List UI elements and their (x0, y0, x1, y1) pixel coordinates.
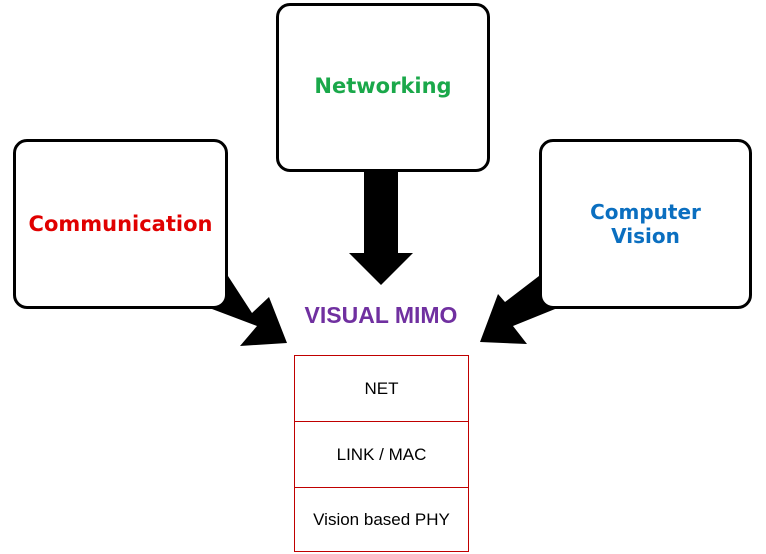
communication-box: Communication (13, 139, 228, 309)
visual-mimo-title: VISUAL MIMO (304, 302, 458, 328)
networking-box: Networking (276, 3, 490, 172)
layer-vision-based-phy: Vision based PHY (295, 487, 468, 551)
networking-label: Networking (314, 73, 452, 98)
computer-vision-box: Computer Vision (539, 139, 752, 309)
computer-vision-line1: Computer (590, 200, 701, 224)
communication-label: Communication (28, 212, 213, 236)
arrow-communication-to-center (212, 276, 287, 346)
layer-link-mac: LINK / MAC (295, 421, 468, 487)
protocol-layer-stack: NET LINK / MAC Vision based PHY (294, 355, 469, 552)
computer-vision-line2: Vision (611, 224, 680, 248)
computer-vision-label: Computer Vision (590, 200, 701, 248)
layer-net: NET (364, 378, 399, 398)
arrow-networking-to-center (349, 172, 413, 285)
